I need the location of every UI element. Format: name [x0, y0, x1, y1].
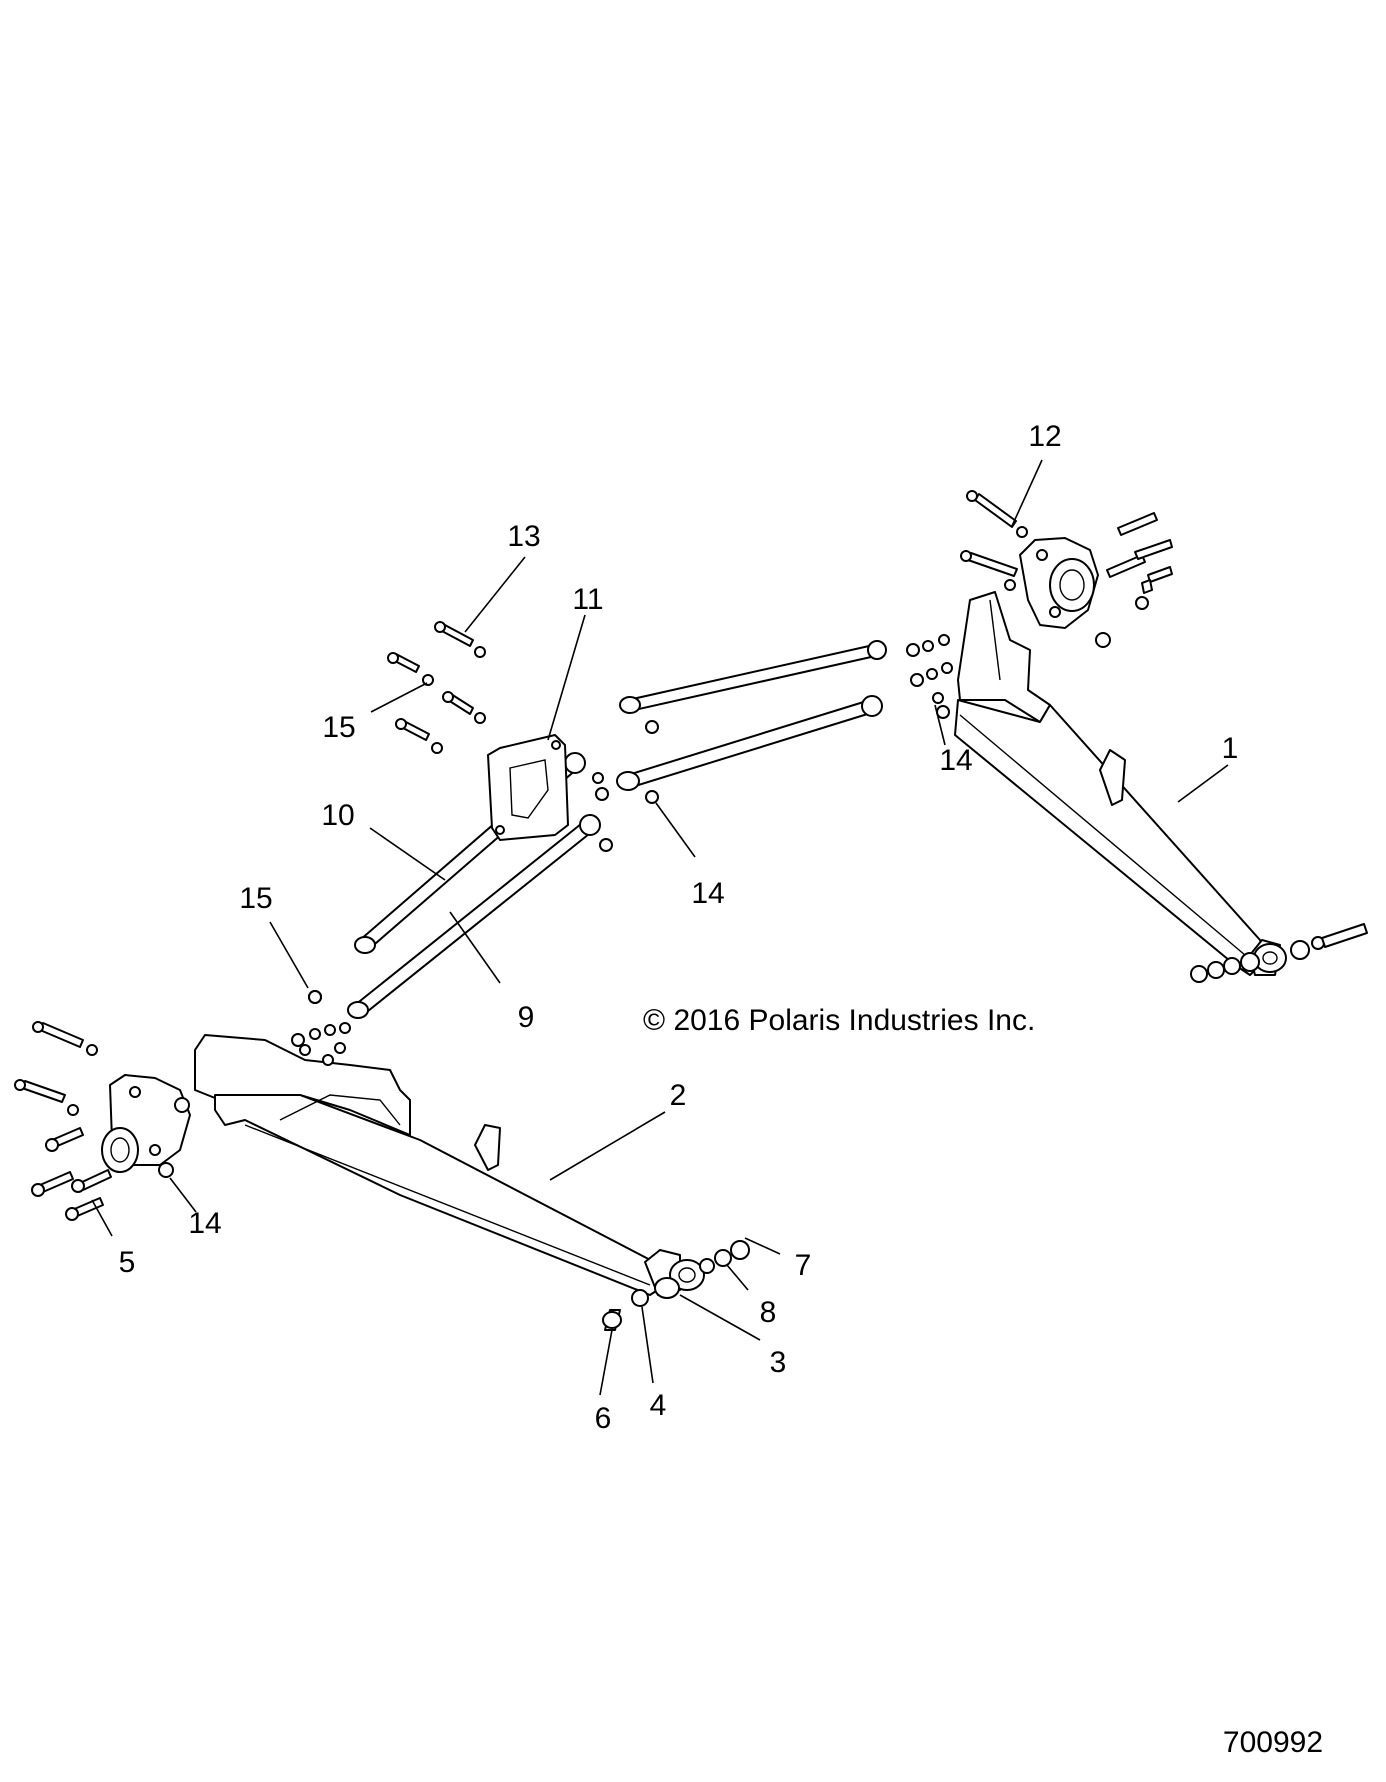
trailing-arm-right	[954, 591, 1287, 976]
callout-3: 3	[770, 1346, 787, 1379]
leader-1	[1177, 764, 1229, 803]
callout-15a: 15	[322, 711, 355, 744]
pivot-hardware-left	[602, 1240, 750, 1331]
leader-14a	[934, 704, 946, 746]
leader-10	[369, 827, 446, 881]
callout-15b: 15	[239, 882, 272, 915]
leader-14b	[655, 802, 696, 858]
leader-4	[641, 1306, 654, 1384]
leader-6	[599, 1329, 613, 1396]
nuts-left-arm	[291, 990, 351, 1066]
hub-bolts-left	[14, 1021, 112, 1221]
callout-10: 10	[321, 799, 354, 832]
leader-5	[91, 1199, 113, 1237]
mounting-bracket	[487, 734, 569, 841]
callout-7: 7	[795, 1249, 812, 1282]
leader-7	[744, 1237, 781, 1255]
callout-14a: 14	[939, 744, 972, 777]
leader-3	[679, 1294, 761, 1341]
callout-labels: 1 2 3 4 5 6 7 8 9 10 11 12 13 14 14 14 1…	[119, 420, 1239, 1435]
callout-5: 5	[119, 1246, 136, 1279]
copyright-notice: © 2016 Polaris Industries Inc.	[643, 1004, 1035, 1037]
pivot-hardware-right	[1190, 923, 1368, 983]
leader-12	[1011, 459, 1043, 527]
callout-14b: 14	[691, 877, 724, 910]
leader-lines	[91, 459, 1229, 1396]
leader-9	[449, 911, 501, 984]
callout-9: 9	[518, 1001, 535, 1034]
radius-rods-right	[616, 640, 887, 804]
bracket-bolts	[387, 621, 486, 754]
callout-13: 13	[507, 520, 540, 553]
callout-1: 1	[1222, 732, 1239, 765]
callout-4: 4	[650, 1389, 667, 1422]
leader-15a	[370, 682, 428, 713]
diagram-number: 700992	[1223, 1726, 1323, 1759]
leader-2	[549, 1111, 666, 1181]
callout-2: 2	[670, 1079, 687, 1112]
callout-14c: 14	[188, 1207, 221, 1240]
leader-8	[726, 1264, 749, 1291]
nuts-right-arm	[906, 634, 953, 719]
callout-12: 12	[1028, 420, 1061, 453]
hub-bolts-right	[960, 490, 1173, 648]
leader-13	[464, 556, 526, 633]
callout-11: 11	[572, 583, 603, 616]
callout-6: 6	[595, 1402, 612, 1435]
leader-11	[547, 614, 586, 741]
bearing-carrier-right	[1019, 537, 1099, 629]
trailing-arm-left	[194, 1034, 705, 1296]
bearing-carrier-left	[101, 1074, 191, 1178]
callout-8: 8	[760, 1296, 777, 1329]
leader-14c	[169, 1177, 197, 1213]
leader-15b	[269, 921, 309, 989]
